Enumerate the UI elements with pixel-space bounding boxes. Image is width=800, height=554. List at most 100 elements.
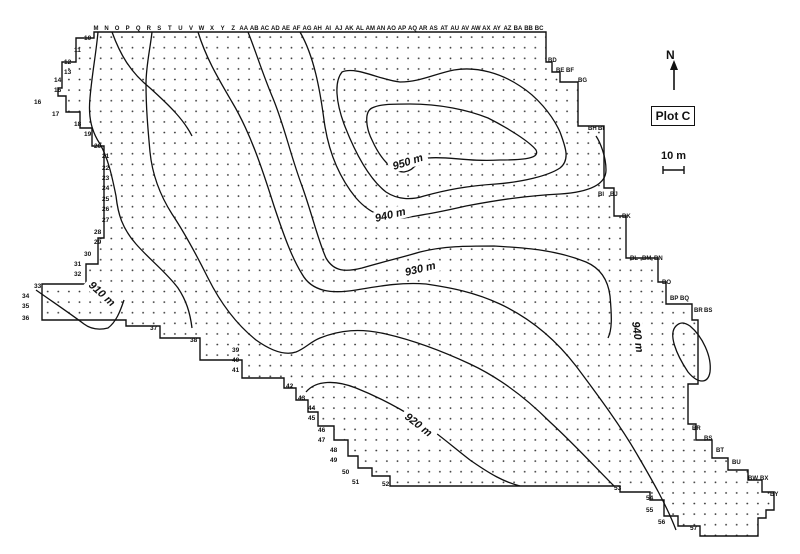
- east-column-label: BR: [692, 426, 701, 432]
- column-label: AH: [313, 26, 322, 32]
- row-label: 37: [150, 325, 158, 332]
- east-column-label: BU: [732, 460, 741, 466]
- east-column-label: BX: [760, 476, 768, 482]
- column-label: AC: [260, 26, 269, 32]
- row-label: 12: [64, 59, 72, 66]
- column-label: AK: [345, 26, 354, 32]
- east-column-label: BO: [662, 280, 671, 286]
- row-label: 55: [646, 507, 654, 514]
- east-column-label: BI: [598, 126, 604, 132]
- row-label: 44: [308, 405, 316, 412]
- east-column-label: BJ: [610, 192, 618, 198]
- row-label: 46: [318, 427, 326, 434]
- row-label: 42: [286, 383, 294, 390]
- east-column-label: BG: [578, 78, 587, 84]
- column-label: O: [115, 26, 120, 32]
- scale-bar-icon: [662, 166, 685, 174]
- row-label: 20: [94, 143, 102, 150]
- row-label: 11: [74, 47, 81, 54]
- column-label: BB: [524, 26, 533, 32]
- east-column-label: BS: [704, 436, 712, 442]
- row-label: 43: [298, 395, 306, 402]
- east-column-label: BY: [770, 492, 778, 498]
- column-label: AS: [429, 26, 437, 32]
- contour-930: [247, 31, 612, 339]
- column-label: R: [147, 26, 152, 32]
- east-column-label: BQ: [680, 296, 689, 302]
- east-column-label: BM: [642, 256, 651, 262]
- contour-910-sw: [35, 289, 125, 330]
- column-label: AE: [282, 26, 290, 32]
- column-label: N: [104, 26, 108, 32]
- east-column-label: BT: [716, 448, 724, 454]
- east-column-label: BE: [556, 68, 564, 74]
- column-label: AM: [366, 26, 375, 32]
- row-label: 19: [84, 131, 92, 138]
- row-label: 23: [102, 175, 110, 182]
- contour-lines: [35, 31, 711, 531]
- contour-910: [145, 31, 615, 487]
- row-label: 13: [64, 69, 72, 76]
- east-column-label: BW: [748, 476, 758, 482]
- column-label: AT: [440, 26, 448, 32]
- row-label: 17: [52, 111, 60, 118]
- row-label: 10: [84, 35, 92, 42]
- column-label: AF: [292, 26, 300, 32]
- contour-940-north: [299, 31, 607, 220]
- column-label: AZ: [503, 26, 511, 32]
- column-label: AG: [303, 26, 312, 32]
- east-column-label: BK: [622, 214, 631, 220]
- column-label: BA: [514, 26, 523, 32]
- column-label: AP: [398, 26, 406, 32]
- contour-950-inner: [366, 103, 538, 173]
- column-label: W: [199, 26, 205, 32]
- row-label: 53: [614, 485, 622, 492]
- east-column-label: BR: [694, 308, 703, 314]
- row-label: 22: [102, 165, 110, 172]
- column-label: Z: [231, 26, 235, 32]
- contour-940-east-knoll: [672, 322, 711, 382]
- row-label: 14: [54, 77, 62, 84]
- column-label: X: [210, 26, 214, 32]
- contour-upper-west: [111, 31, 193, 137]
- row-label: 29: [94, 239, 102, 246]
- column-label: AQ: [408, 26, 417, 32]
- row-label: 33: [34, 283, 42, 290]
- column-label: S: [157, 26, 161, 32]
- column-label: AB: [250, 26, 259, 32]
- column-label: P: [126, 26, 130, 32]
- row-label: 28: [94, 229, 102, 236]
- east-column-label: BH: [588, 126, 597, 132]
- row-label: 56: [658, 519, 666, 526]
- east-column-label: BL: [630, 256, 638, 262]
- row-label: 24: [102, 185, 110, 192]
- row-label: 48: [330, 447, 338, 454]
- column-label: M: [94, 26, 99, 32]
- row-label: 47: [318, 437, 326, 444]
- column-label: U: [178, 26, 182, 32]
- column-label: Q: [136, 26, 141, 32]
- column-label: AR: [419, 26, 428, 32]
- row-label: 40: [232, 357, 240, 364]
- contour-920-mid: [197, 31, 677, 531]
- row-label: 51: [352, 479, 360, 486]
- row-label: 18: [74, 121, 82, 128]
- row-label: 25: [102, 196, 110, 203]
- column-label: AO: [387, 26, 396, 32]
- east-column-label: BD: [548, 58, 557, 64]
- row-label: 45: [308, 415, 316, 422]
- row-label: 30: [84, 251, 92, 258]
- contour-950-outer: [336, 68, 567, 200]
- row-label: 41: [232, 367, 240, 374]
- column-label: T: [168, 26, 172, 32]
- row-label: 31: [74, 261, 82, 268]
- column-label: AD: [271, 26, 280, 32]
- row-label: 21: [102, 153, 110, 160]
- column-label: V: [189, 26, 193, 32]
- row-label: 36: [22, 315, 30, 322]
- column-label: Y: [221, 26, 225, 32]
- contour-900-west: [88, 31, 193, 329]
